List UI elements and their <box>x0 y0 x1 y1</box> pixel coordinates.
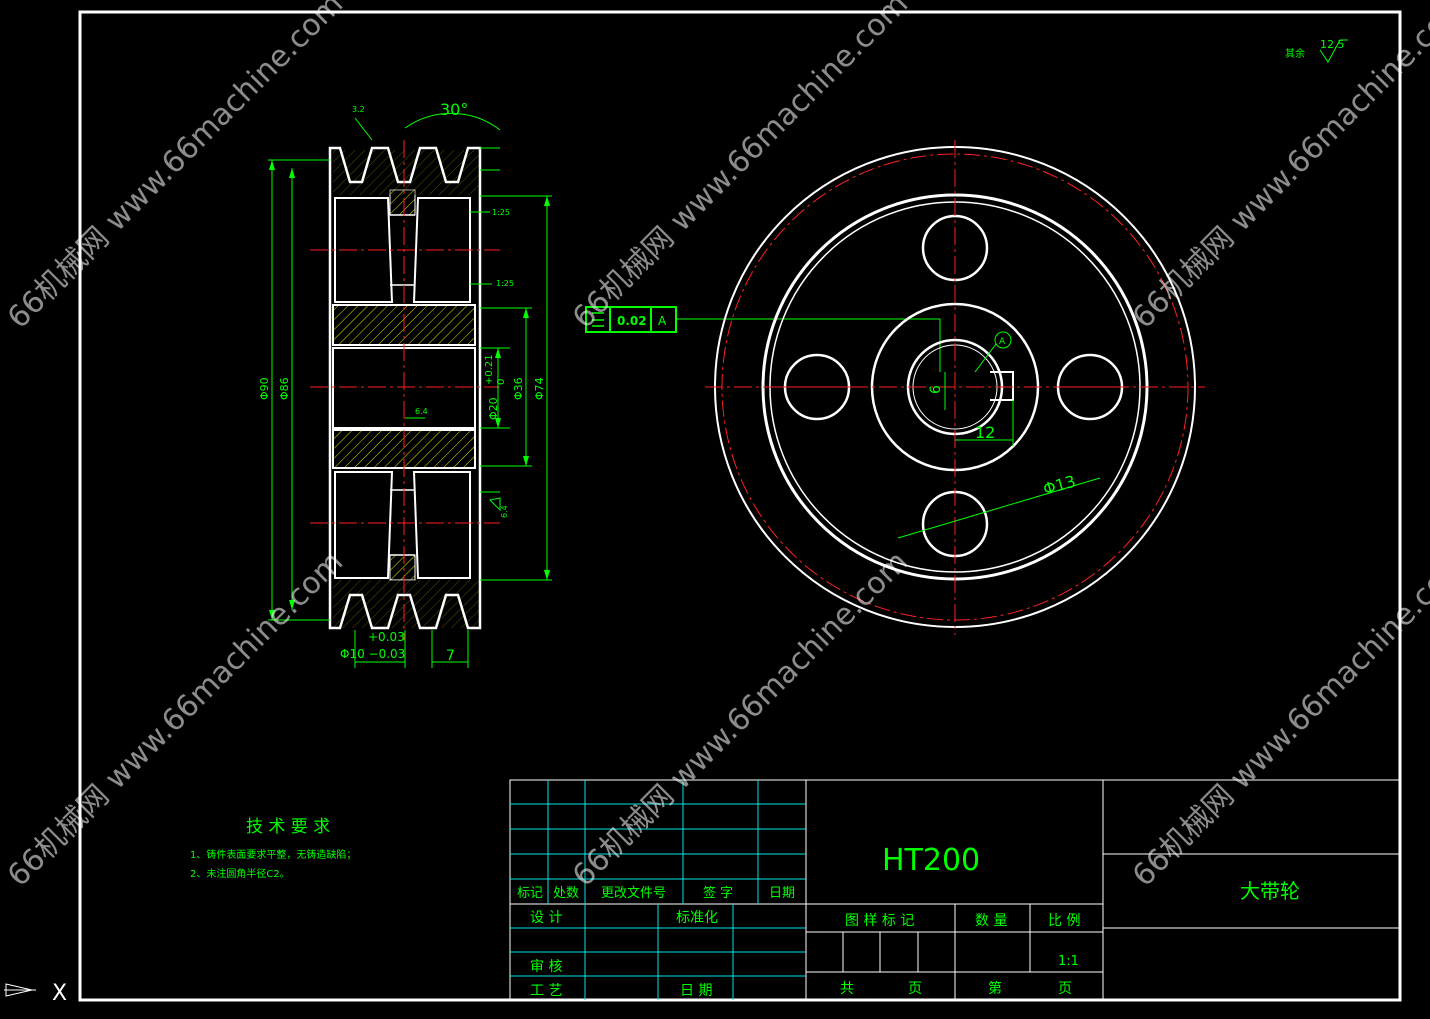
total-label: 共 <box>840 981 854 997</box>
watermark-4: 66机械网 www.66machine.com <box>1 544 350 893</box>
standardize-label: 标准化 <box>676 910 718 926</box>
groove-roughness-label: 3.2 <box>352 105 365 114</box>
tolerance-value: 0.02 <box>617 314 647 328</box>
ratio-label: 比 例 <box>1048 913 1080 929</box>
front-view: 6 12 Φ13 A <box>705 140 1205 635</box>
section-view: 30° 3.2 1:25 1:25 Φ90 Φ86 Φ20 +0.21 0 Φ3… <box>258 100 552 668</box>
date-label: 日 期 <box>680 983 712 999</box>
tol-upper-label: +0.21 <box>484 354 495 385</box>
rev-header-count: 处数 <box>553 886 579 901</box>
tech-requirement-2: 2、未注圆角半径C2。 <box>190 867 290 880</box>
page2-label: 页 <box>1058 981 1072 997</box>
sample-mark-label: 图 样 标 记 <box>845 913 914 929</box>
part-name-label: 大带轮 <box>1240 879 1300 903</box>
rev-header-doc: 更改文件号 <box>601 886 666 901</box>
right-roughness-label: 6.4 <box>500 505 509 518</box>
quantity-label: 数 量 <box>975 913 1007 929</box>
rev-header-mark: 标记 <box>517 886 543 901</box>
ucs-icon: X <box>4 981 67 1006</box>
keyway-depth-label: 6 <box>928 385 944 394</box>
watermark-5: 66机械网 www.66machine.com <box>566 544 915 893</box>
nth-label: 第 <box>988 980 1002 997</box>
tech-requirements-title: 技 术 要 求 <box>246 817 330 837</box>
geometric-tolerance-frame: 0.02 A <box>585 306 941 372</box>
roughness-symbol-icon <box>1319 39 1348 63</box>
tolerance-datum: A <box>658 314 667 328</box>
surface-finish-general: 其余 12.5 <box>1285 38 1348 63</box>
d10-tol-upper-label: +0.03 <box>368 630 405 644</box>
watermark-1: 66机械网 www.66machine.com <box>1 0 350 336</box>
dia-20-label: Φ20 <box>487 397 500 420</box>
title-block: 标记 处数 更改文件号 签 字 日期 设 计 标准化 审 核 工 艺 日 期 H… <box>509 779 1401 1001</box>
check-label: 审 核 <box>530 959 562 975</box>
tech-requirements: 技 术 要 求 1、铸件表面要求平整，无铸造缺陷； 2、未注圆角半径C2。 <box>190 817 356 880</box>
hole-dia-label: Φ13 <box>1041 471 1078 498</box>
watermark-6: 66机械网 www.66machine.com <box>1126 544 1430 893</box>
rev-header-sign: 签 字 <box>703 885 733 901</box>
process-label: 工 艺 <box>530 983 562 999</box>
keyway-width-label: 12 <box>975 423 995 442</box>
width-7-label: 7 <box>446 648 455 664</box>
watermarks: 66机械网 www.66machine.com 66机械网 www.66mach… <box>1 0 1430 894</box>
surface-finish-value: 12.5 <box>1320 38 1345 51</box>
page-label: 页 <box>908 981 922 997</box>
runout-symbol-icon <box>592 312 604 327</box>
tol-lower-label: 0 <box>496 379 507 385</box>
groove-angle-label: 30° <box>440 100 468 119</box>
watermark-2: 66机械网 www.66machine.com <box>566 0 915 336</box>
taper-label-1: 1:25 <box>492 208 510 217</box>
design-label: 设 计 <box>530 910 562 926</box>
dia-90-label: Φ90 <box>258 377 271 400</box>
rev-header-date: 日期 <box>769 886 795 901</box>
watermark-3: 66机械网 www.66machine.com <box>1126 0 1430 336</box>
d10-label: Φ10 −0.03 <box>340 647 405 661</box>
material-label: HT200 <box>882 843 980 878</box>
dia-86-label: Φ86 <box>278 377 291 400</box>
taper-label-2: 1:25 <box>496 279 514 288</box>
surface-finish-note: 其余 <box>1285 47 1305 60</box>
scale-value: 1:1 <box>1058 954 1079 969</box>
datum-label: A <box>999 337 1006 347</box>
pulley-outline <box>328 146 482 630</box>
dia-74-label: Φ74 <box>533 377 546 400</box>
dia-36-label: Φ36 <box>512 377 525 400</box>
ucs-x-label: X <box>52 981 67 1006</box>
tech-requirement-1: 1、铸件表面要求平整，无铸造缺陷； <box>190 848 356 861</box>
bore-roughness-label: 6.4 <box>415 407 428 416</box>
